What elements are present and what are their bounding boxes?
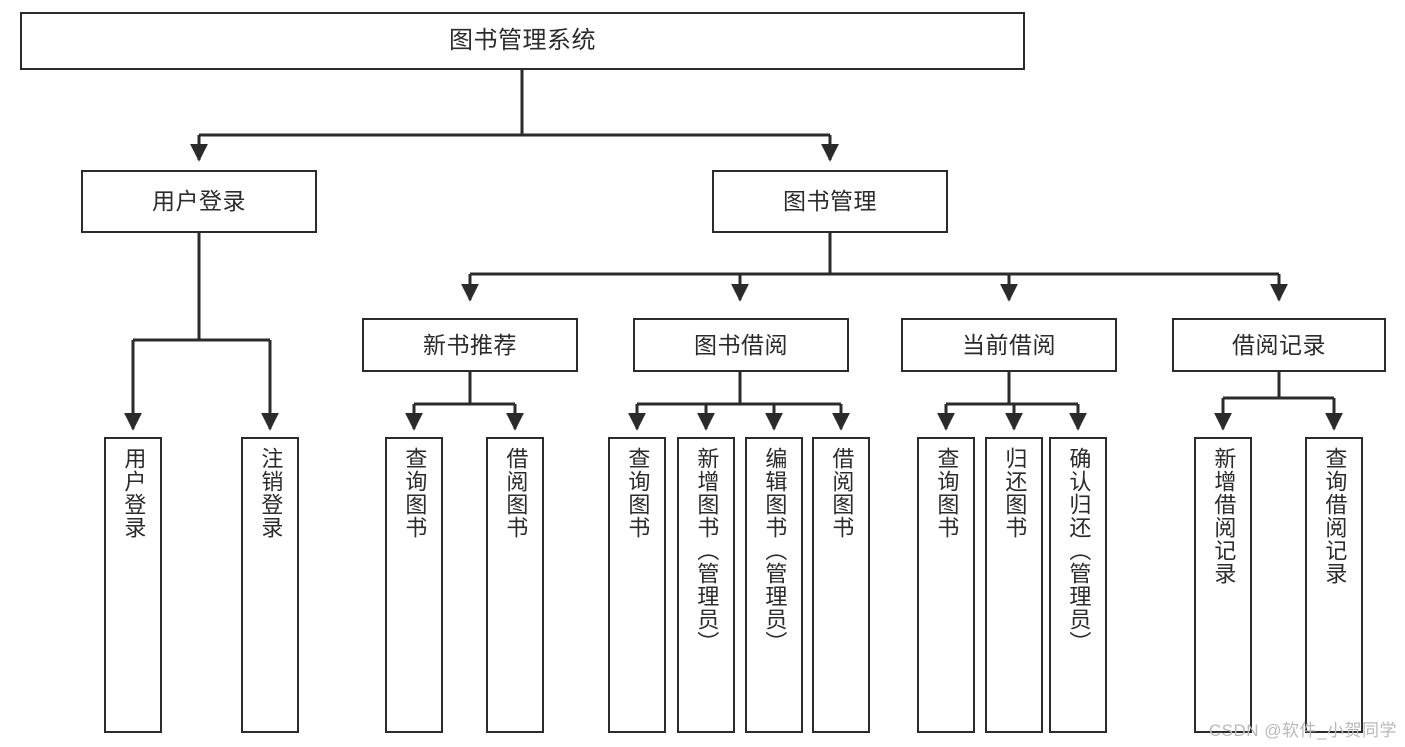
node-book-borrow[interactable]: 图书借阅 bbox=[633, 318, 849, 372]
leaf-query-book-current[interactable]: 查询图书 bbox=[917, 437, 975, 733]
leaf-logout[interactable]: 注销登录 bbox=[241, 437, 299, 733]
leaf-confirm-return-admin-label: 确认归还（管理员） bbox=[1066, 447, 1092, 654]
node-current-borrow-label: 当前借阅 bbox=[962, 331, 1056, 358]
leaf-add-borrow-record-label: 新增借阅记录 bbox=[1211, 447, 1237, 585]
leaf-query-book-current-label: 查询图书 bbox=[934, 447, 960, 539]
leaf-return-book-label: 归还图书 bbox=[1002, 447, 1028, 539]
node-root-label: 图书管理系统 bbox=[449, 27, 596, 54]
node-book-borrow-label: 图书借阅 bbox=[694, 331, 788, 358]
leaf-borrow-book-newbook[interactable]: 借阅图书 bbox=[486, 437, 544, 733]
leaf-edit-book-admin[interactable]: 编辑图书（管理员） bbox=[745, 437, 803, 733]
node-borrow-record[interactable]: 借阅记录 bbox=[1172, 318, 1386, 372]
leaf-borrow-book[interactable]: 借阅图书 bbox=[812, 437, 870, 733]
leaf-logout-label: 注销登录 bbox=[258, 447, 284, 539]
leaf-query-borrow-record-label: 查询借阅记录 bbox=[1322, 447, 1348, 585]
leaf-add-borrow-record[interactable]: 新增借阅记录 bbox=[1194, 437, 1252, 733]
leaf-confirm-return-admin[interactable]: 确认归还（管理员） bbox=[1049, 437, 1107, 733]
node-new-book-recommend[interactable]: 新书推荐 bbox=[362, 318, 578, 372]
leaf-user-login-label: 用户登录 bbox=[121, 447, 147, 539]
leaf-query-book-newbook[interactable]: 查询图书 bbox=[385, 437, 443, 733]
node-root[interactable]: 图书管理系统 bbox=[20, 12, 1025, 70]
leaf-query-book-borrow-label: 查询图书 bbox=[625, 447, 651, 539]
leaf-borrow-book-label: 借阅图书 bbox=[829, 447, 855, 539]
node-book-management[interactable]: 图书管理 bbox=[712, 170, 948, 233]
leaf-query-book-newbook-label: 查询图书 bbox=[402, 447, 428, 539]
node-current-borrow[interactable]: 当前借阅 bbox=[901, 318, 1117, 372]
leaf-borrow-book-newbook-label: 借阅图书 bbox=[503, 447, 529, 539]
leaf-return-book[interactable]: 归还图书 bbox=[985, 437, 1043, 733]
leaf-user-login[interactable]: 用户登录 bbox=[104, 437, 162, 733]
leaf-add-book-admin-label: 新增图书（管理员） bbox=[694, 447, 720, 654]
node-new-book-recommend-label: 新书推荐 bbox=[423, 331, 517, 358]
leaf-query-borrow-record[interactable]: 查询借阅记录 bbox=[1305, 437, 1363, 733]
watermark-text: CSDN @软件_小贺同学 bbox=[1208, 721, 1397, 740]
node-book-management-label: 图书管理 bbox=[783, 188, 877, 215]
node-user-login-label: 用户登录 bbox=[152, 188, 246, 215]
leaf-edit-book-admin-label: 编辑图书（管理员） bbox=[762, 447, 788, 654]
node-user-login[interactable]: 用户登录 bbox=[81, 170, 317, 233]
leaf-query-book-borrow[interactable]: 查询图书 bbox=[608, 437, 666, 733]
leaf-add-book-admin[interactable]: 新增图书（管理员） bbox=[677, 437, 735, 733]
node-borrow-record-label: 借阅记录 bbox=[1232, 331, 1326, 358]
